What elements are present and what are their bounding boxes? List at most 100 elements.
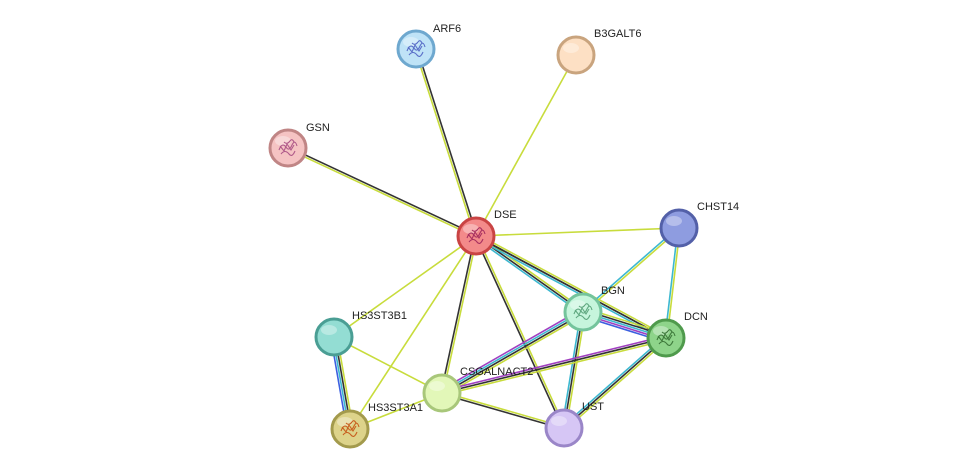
node-circle[interactable] xyxy=(563,292,603,332)
edge-evidence-line xyxy=(442,339,667,396)
edge-evidence-line xyxy=(474,236,564,429)
node-dse[interactable]: DSE xyxy=(456,209,517,256)
node-label: BGN xyxy=(601,285,625,297)
protein-structure-icon xyxy=(573,303,593,320)
edge-dse-hs3st3b1 xyxy=(333,235,477,338)
edge-evidence-line xyxy=(440,235,476,393)
node-highlight xyxy=(653,326,669,336)
edge-evidence-line xyxy=(441,335,666,392)
edge-csgalnact2-ust xyxy=(441,391,565,430)
edge-evidence-line xyxy=(475,227,680,237)
edge-evidence-line xyxy=(564,338,668,431)
edge-evidence-line xyxy=(442,236,478,394)
edge-evidence-line xyxy=(441,393,564,430)
node-circle[interactable] xyxy=(314,317,354,357)
node-dcn[interactable]: DCN xyxy=(646,311,708,358)
edge-evidence-line xyxy=(562,335,666,428)
edge-evidence-line xyxy=(287,148,476,238)
node-circle[interactable] xyxy=(556,35,596,75)
edge-dse-gsn xyxy=(287,146,477,238)
node-highlight xyxy=(337,417,353,427)
node-circle[interactable] xyxy=(646,318,686,358)
edge-evidence-line xyxy=(583,228,681,314)
edge-evidence-line xyxy=(475,54,577,237)
edge-evidence-line xyxy=(476,233,668,337)
node-highlight xyxy=(563,43,579,53)
edge-hs3st3b1-csgalnact2 xyxy=(333,336,443,394)
node-hs3st3a1[interactable]: HS3ST3A1 xyxy=(330,402,423,449)
edge-evidence-line xyxy=(440,308,582,391)
node-circle[interactable] xyxy=(544,408,584,448)
node-csgalnact2[interactable]: CSGALNACT2 xyxy=(422,366,533,413)
node-highlight xyxy=(570,300,586,310)
protein-structure-icon xyxy=(278,139,298,156)
edge-evidence-line xyxy=(349,235,477,430)
node-highlight xyxy=(403,37,419,47)
edge-dse-chst14 xyxy=(475,227,680,237)
node-label: DSE xyxy=(494,209,517,221)
node-label: HS3ST3B1 xyxy=(352,310,407,322)
edge-dse-arf6 xyxy=(414,48,478,237)
node-label: ARF6 xyxy=(433,23,461,35)
edge-dcn-csgalnact2 xyxy=(441,335,667,396)
edge-dse-ust xyxy=(474,235,566,429)
edge-evidence-line xyxy=(416,48,478,236)
node-hs3st3b1[interactable]: HS3ST3B1 xyxy=(314,310,407,357)
edge-dse-b3galt6 xyxy=(475,54,577,237)
edge-evidence-line xyxy=(442,312,584,395)
edge-evidence-line xyxy=(561,311,582,428)
node-circle[interactable] xyxy=(456,216,496,256)
node-label: CHST14 xyxy=(697,201,739,213)
edge-bgn-ust xyxy=(561,311,586,429)
node-chst14[interactable]: CHST14 xyxy=(659,201,739,248)
edge-evidence-line xyxy=(443,314,585,397)
edge-evidence-line xyxy=(581,226,679,312)
node-circle[interactable] xyxy=(659,208,699,248)
node-b3galt6[interactable]: B3GALT6 xyxy=(556,28,642,75)
edge-evidence-line xyxy=(441,310,583,393)
node-bgn[interactable]: BGN xyxy=(563,285,625,332)
edge-evidence-line xyxy=(333,235,477,338)
node-circle[interactable] xyxy=(330,409,370,449)
edge-evidence-line xyxy=(476,235,566,428)
protein-structure-icon xyxy=(340,420,360,437)
node-label: B3GALT6 xyxy=(594,28,642,40)
node-circle[interactable] xyxy=(422,373,462,413)
node-highlight xyxy=(429,381,445,391)
edge-evidence-line xyxy=(414,49,476,237)
node-gsn[interactable]: GSN xyxy=(268,122,330,168)
edge-evidence-line xyxy=(475,235,667,339)
edge-evidence-line xyxy=(333,336,443,394)
node-circle[interactable] xyxy=(396,29,436,69)
node-label: GSN xyxy=(306,122,330,134)
edge-dse-csgalnact2 xyxy=(440,235,478,394)
edge-dcn-ust xyxy=(562,335,668,431)
protein-structure-icon xyxy=(466,227,486,244)
edge-evidence-line xyxy=(563,337,667,429)
edge-evidence-line xyxy=(442,391,565,428)
node-highlight xyxy=(551,416,567,426)
node-label: DCN xyxy=(684,311,708,323)
protein-structure-icon xyxy=(406,40,426,57)
node-ust[interactable]: UST xyxy=(544,401,604,448)
edge-chst14-bgn xyxy=(581,226,681,314)
node-label: HS3ST3A1 xyxy=(368,402,423,414)
edge-evidence-line xyxy=(288,146,477,236)
edge-dse-hs3st3a1 xyxy=(349,235,477,430)
node-arf6[interactable]: ARF6 xyxy=(396,23,461,69)
protein-structure-icon xyxy=(656,329,676,346)
edge-evidence-line xyxy=(565,312,586,429)
node-highlight xyxy=(275,136,291,146)
node-label: UST xyxy=(582,401,604,413)
edge-bgn-csgalnact2 xyxy=(440,308,585,397)
node-circle[interactable] xyxy=(268,128,308,168)
node-highlight xyxy=(666,216,682,226)
edge-evidence-line xyxy=(474,237,583,315)
edge-evidence-line xyxy=(441,337,667,394)
node-label: CSGALNACT2 xyxy=(460,366,533,378)
node-highlight xyxy=(463,224,479,234)
edge-evidence-line xyxy=(563,311,584,429)
edge-dse-dcn xyxy=(475,235,667,339)
